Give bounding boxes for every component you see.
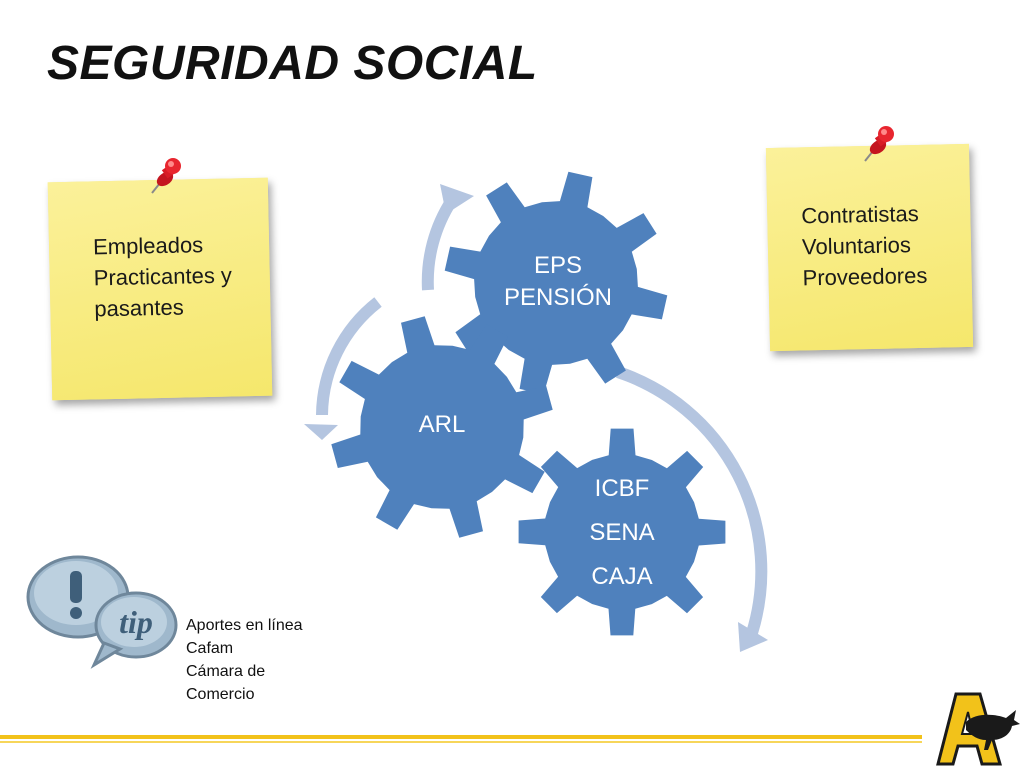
- tip-speech-bubbles-icon: tip: [26, 555, 178, 669]
- footer-divider-thin: [0, 741, 922, 743]
- gear-icbf-line: ICBF: [594, 475, 650, 502]
- exclamation-icon: [70, 571, 82, 603]
- cycle-arrows: [304, 184, 768, 652]
- gear-arl: [331, 316, 553, 538]
- gear-icbf-line: CAJA: [591, 563, 653, 590]
- gear-icbf-label: ICBF SENA CAJA: [552, 467, 692, 599]
- gear-arl-line: ARL: [418, 411, 466, 438]
- cycle-arrow-right: [616, 366, 768, 635]
- gear-arl-label: ARL: [382, 409, 502, 441]
- gear-eps-line: PENSIÓN: [503, 284, 613, 311]
- cycle-arrow-top: [421, 196, 458, 291]
- cycle-arrow-left: [316, 297, 382, 416]
- tips-list: Aportes en línea Cafam Cámara de Comerci…: [186, 614, 303, 706]
- pushpin-icon: [151, 158, 181, 194]
- cycle-arrow-top-head: [440, 184, 474, 214]
- gear-icbf: [518, 428, 726, 636]
- tip-item: Aportes en línea: [186, 617, 303, 634]
- cycle-arrow-left-head: [304, 424, 338, 440]
- gear-icbf-line: SENA: [589, 519, 655, 546]
- tip-item: Cafam: [186, 640, 234, 657]
- bull-logo-icon: [936, 692, 1020, 766]
- pushpin-icon: [864, 126, 894, 162]
- cycle-arrow-right-head: [738, 622, 768, 652]
- gear-eps-line: EPS: [533, 252, 583, 279]
- tip-item: Comercio: [186, 686, 255, 703]
- tip-item: Cámara de: [186, 663, 266, 680]
- gear-eps-label: EPS PENSIÓN: [488, 250, 628, 314]
- footer-divider: [0, 735, 922, 739]
- slide-title: SEGURIDAD SOCIAL: [47, 37, 538, 90]
- tip-icon-text: tip: [119, 604, 153, 640]
